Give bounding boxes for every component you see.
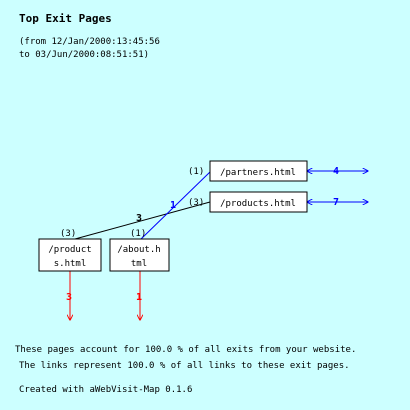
footer-links-summary: The links represent 100.0 % of all links… [19,361,350,371]
page-box-products-right[interactable] [209,191,308,213]
link-label-about: 1 [170,200,176,211]
page-count-products-right: (3) [188,198,204,208]
page-label-about-line1: /about.h [117,245,160,255]
page-label-partners: /partners.html [220,168,296,178]
link-about-to-partners [140,170,212,240]
page-node-about[interactable]: /about.h tml (1) [109,229,170,272]
exit-down-label-products: 3 [66,292,72,303]
page-label-products-left-line1: /product [48,245,91,255]
page-box-about[interactable] [109,238,170,272]
footer-exits-summary: These pages account for 100.0 % of all e… [15,345,357,355]
page-label-products-right: /products.html [220,199,296,209]
footer-created-with: Created with aWebVisit-Map 0.1.6 [19,385,193,395]
page-title: Top Exit Pages [19,12,112,25]
page-count-about: (1) [130,229,146,239]
page-label-about-line2: tml [131,259,147,269]
page-box-products-left[interactable] [38,238,102,272]
page-label-products-left-line2: s.html [54,259,87,269]
exit-label-partners: 4 [333,166,339,177]
page-node-partners[interactable]: /partners.html (1) [188,160,308,182]
page-count-partners: (1) [188,167,204,177]
date-range-start: (from 12/Jan/2000:13:45:56 [19,37,160,47]
page-node-products-left[interactable]: /product s.html (3) [38,229,102,272]
exit-label-products-right: 7 [333,197,339,208]
date-range-end: to 03/Jun/2000:08:51:51) [19,50,150,60]
page-box-partners[interactable] [209,160,308,182]
page-node-products-right[interactable]: /products.html (3) [188,191,308,213]
link-products-to-products [74,201,211,240]
link-label-products: 3 [136,213,142,224]
page-count-products-left: (3) [60,229,76,239]
exit-down-label-about: 1 [136,292,142,303]
